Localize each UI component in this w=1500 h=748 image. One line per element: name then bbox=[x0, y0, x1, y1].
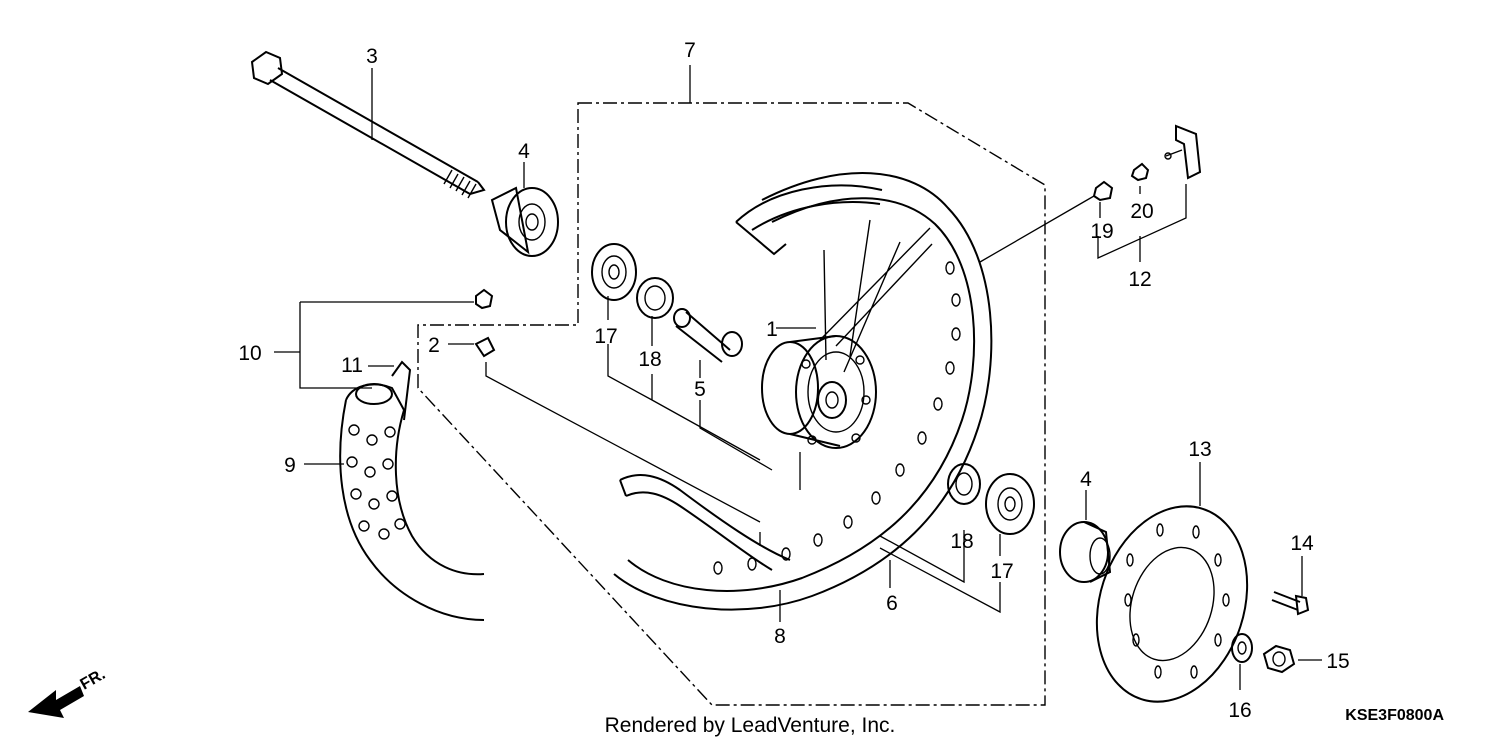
bracket-hardware bbox=[1092, 124, 1202, 202]
credit-line: Rendered by LeadVenture, Inc. bbox=[605, 714, 896, 737]
callout-2: 2 bbox=[428, 334, 440, 357]
callout-4-upper: 4 bbox=[518, 140, 530, 163]
front-direction-arrow bbox=[28, 686, 84, 718]
callout-5: 5 bbox=[694, 378, 706, 401]
leader-lines bbox=[274, 65, 1322, 690]
callout-18-left: 18 bbox=[638, 348, 661, 371]
callout-15: 15 bbox=[1326, 650, 1349, 673]
callout-9: 9 bbox=[284, 454, 296, 477]
diagram-code: KSE3F0800A bbox=[1345, 707, 1444, 724]
front-indicator-label: FR. bbox=[78, 666, 109, 694]
callout-3: 3 bbox=[366, 45, 378, 68]
wheel-assembly-outline bbox=[417, 102, 1046, 706]
brake-disc bbox=[1095, 505, 1249, 703]
tire bbox=[339, 383, 485, 621]
disc-nut bbox=[1262, 644, 1296, 674]
callout-1: 1 bbox=[766, 318, 778, 341]
side-collar-left bbox=[490, 186, 559, 257]
callout-11: 11 bbox=[341, 354, 363, 377]
side-collar-right bbox=[1059, 521, 1112, 583]
callout-12: 12 bbox=[1128, 268, 1151, 291]
callout-16: 16 bbox=[1228, 699, 1251, 722]
callout-14: 14 bbox=[1290, 532, 1314, 555]
callout-17-left: 17 bbox=[594, 325, 617, 348]
washer bbox=[1231, 633, 1253, 663]
wheel-rim bbox=[613, 172, 993, 611]
callout-4-right: 4 bbox=[1080, 468, 1092, 491]
tube bbox=[355, 360, 412, 421]
callout-6: 6 bbox=[886, 592, 898, 615]
dust-seal-left bbox=[591, 243, 637, 301]
callout-17-right: 17 bbox=[990, 560, 1013, 583]
bearing-right bbox=[947, 463, 981, 505]
front-axle bbox=[250, 50, 486, 199]
callout-10: 10 bbox=[238, 342, 261, 365]
callout-7: 7 bbox=[684, 39, 696, 62]
callout-labels: 1 2 3 4 4 5 6 7 8 9 10 11 12 13 14 15 16… bbox=[238, 39, 1349, 722]
rim-band bbox=[619, 184, 883, 571]
distance-collar bbox=[673, 308, 743, 363]
callout-13: 13 bbox=[1188, 438, 1211, 461]
front-wheel-hub bbox=[761, 219, 933, 449]
callout-18-right: 18 bbox=[950, 530, 973, 553]
bearing-left bbox=[636, 277, 674, 319]
dust-seal-right bbox=[985, 473, 1035, 535]
callout-20: 20 bbox=[1130, 200, 1153, 223]
callout-19: 19 bbox=[1090, 220, 1113, 243]
valve-nut bbox=[474, 288, 496, 358]
callout-8: 8 bbox=[774, 625, 786, 648]
disc-bolt bbox=[1271, 591, 1310, 616]
